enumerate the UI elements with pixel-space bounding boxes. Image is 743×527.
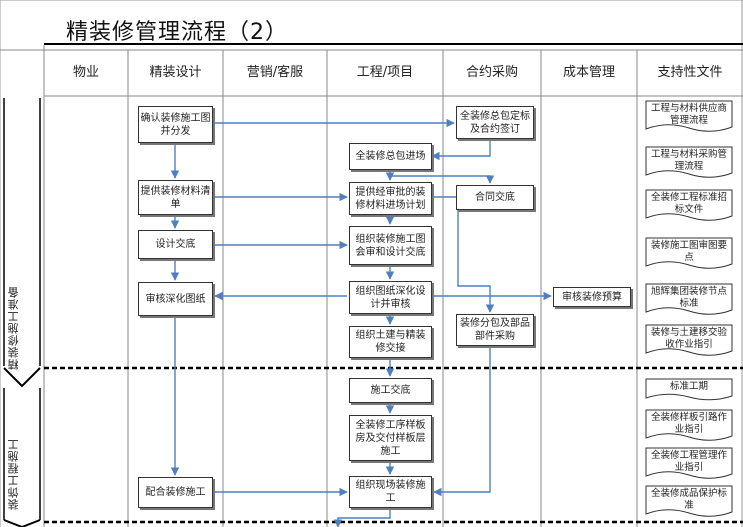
document-shape-icon <box>645 146 733 178</box>
box-budget-review: 审核装修预算 <box>553 287 631 307</box>
doc-management-guideline: 全装修工程管理作业指引 <box>645 447 733 481</box>
document-shape-icon <box>645 324 733 356</box>
document-shape-icon <box>645 485 733 517</box>
doc-label: 标准工期 <box>669 381 708 392</box>
box-design-disclosure: 设计交底 <box>138 230 213 259</box>
column-header-property: 物业 <box>72 64 99 80</box>
box-contract-signing: 全装修总包定标及合约签订 <box>456 106 534 139</box>
box-contractor-entry: 全装修总包进场 <box>349 143 432 170</box>
box-site-construction: 组织现场装修施工 <box>349 476 432 508</box>
document-shape-icon <box>645 237 733 269</box>
doc-tender-document: 全装修工程标准招标文件 <box>645 189 733 223</box>
document-shape-icon <box>645 378 733 401</box>
doc-label: 装修施工图审图要点 <box>650 240 727 263</box>
doc-label: 全装修工程管理作业指引 <box>650 450 727 473</box>
phase-label-construction: 装饰工程施工 <box>7 438 20 510</box>
column-header-procurement: 合约采购 <box>465 64 518 80</box>
document-shape-icon <box>645 283 733 315</box>
box-sub-procurement: 装修分包及部品部件采购 <box>456 314 534 346</box>
doc-protection-standard: 全装修成品保护标准 <box>645 485 733 519</box>
doc-node-standard: 旭辉集团装修节点标准 <box>645 283 733 317</box>
box-drawing-review: 组织装修施工图会审和设计交底 <box>349 226 432 265</box>
box-material-entry-plan: 提供经审批的装修材料进场计划 <box>349 182 432 215</box>
column-header-documents: 支持性文件 <box>657 64 723 80</box>
doc-label: 装修与土建移交验收作业指引 <box>650 327 727 350</box>
box-cooperate-construction: 配合装修施工 <box>138 477 213 508</box>
doc-label: 工程与材料供应商管理流程 <box>650 103 727 126</box>
phase-label-preparation: 精装修施工准备 <box>7 286 20 370</box>
title-underline <box>44 43 743 45</box>
doc-label: 旭辉集团装修节点标准 <box>650 286 727 309</box>
box-material-list: 提供装修材料清单 <box>138 180 213 215</box>
box-confirm-drawings: 确认装修施工图并分发 <box>138 106 213 143</box>
column-header-cost: 成本管理 <box>562 64 615 80</box>
doc-supplier-process: 工程与材料供应商管理流程 <box>645 100 733 134</box>
doc-handover-guideline: 装修与土建移交验收作业指引 <box>645 324 733 358</box>
box-review-deepened-drawings: 审核深化图纸 <box>138 282 213 316</box>
document-shape-icon <box>645 189 733 221</box>
doc-standard-duration: 标准工期 <box>645 378 733 402</box>
column-header-design: 精装设计 <box>149 64 202 80</box>
document-shape-icon <box>645 447 733 479</box>
doc-sample-guideline: 全装修样板引路作业指引 <box>645 409 733 443</box>
doc-label: 全装修样板引路作业指引 <box>650 412 727 435</box>
doc-drawing-review-points: 装修施工图审图要点 <box>645 237 733 271</box>
box-contract-disclosure: 合同交底 <box>456 185 534 210</box>
box-sample-rooms: 全装修工序样板房及交付样板层施工 <box>349 415 432 461</box>
doc-label: 全装修工程标准招标文件 <box>650 192 727 215</box>
box-construction-disclosure: 施工交底 <box>349 378 432 403</box>
page-title: 精装修管理流程（2） <box>66 20 288 45</box>
box-civil-handover: 组织土建与精装修交接 <box>349 326 432 358</box>
document-shape-icon <box>645 409 733 441</box>
box-deepen-design: 组织图纸深化设计并审核 <box>349 281 432 314</box>
document-shape-icon <box>645 100 733 132</box>
column-header-marketing: 营销/客服 <box>246 64 304 80</box>
doc-label: 全装修成品保护标准 <box>650 488 727 511</box>
doc-procurement-process: 工程与材料采购管理流程 <box>645 146 733 180</box>
doc-label: 工程与材料采购管理流程 <box>650 149 727 172</box>
column-header-engineering: 工程/项目 <box>356 64 414 80</box>
